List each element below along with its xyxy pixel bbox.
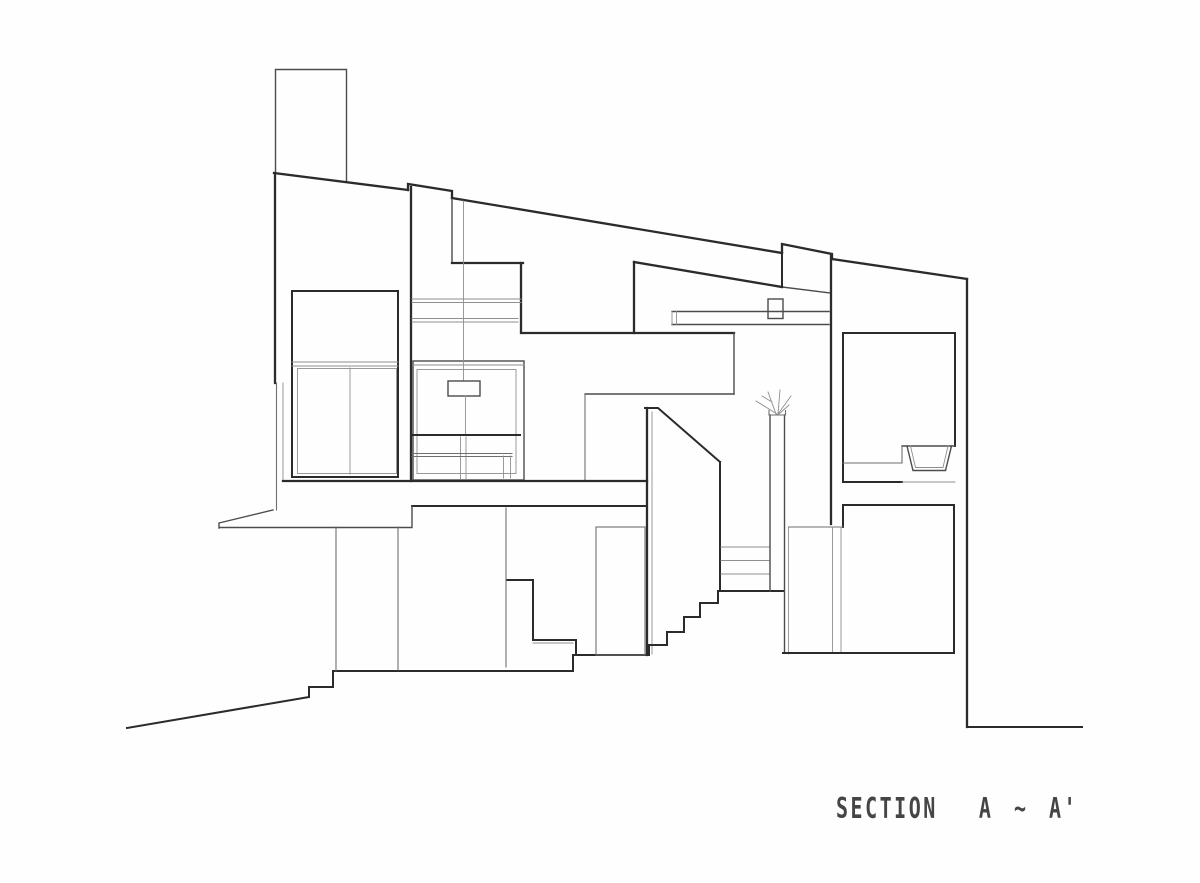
dining-roof-extension bbox=[781, 286, 831, 294]
high-shelf bbox=[671, 298, 830, 326]
dining-window-outer bbox=[412, 360, 525, 481]
entry-step-bench bbox=[506, 579, 577, 656]
ground-slope-left bbox=[125, 670, 334, 730]
window-frame-outer bbox=[291, 290, 399, 478]
parapet-top bbox=[780, 242, 834, 261]
upper-flight-treads bbox=[720, 546, 770, 575]
bench-seat bbox=[411, 452, 513, 458]
roof bbox=[272, 171, 969, 294]
left-room-window bbox=[291, 290, 399, 478]
planter-sides bbox=[769, 414, 786, 654]
staircase bbox=[332, 406, 785, 672]
entry-bench-outline bbox=[506, 579, 577, 656]
window-frame-inner bbox=[297, 368, 397, 474]
walls bbox=[273, 171, 969, 729]
pendant-light bbox=[447, 200, 481, 436]
lower-room bbox=[782, 504, 955, 654]
planter-rim bbox=[768, 409, 787, 416]
lower-level-walls bbox=[335, 507, 646, 672]
dining-roof-slope bbox=[632, 260, 784, 289]
bathtub-outer bbox=[906, 445, 953, 472]
beam-rails bbox=[411, 298, 522, 323]
bathtub-inner bbox=[909, 445, 949, 468]
dining-window-inner bbox=[416, 369, 517, 474]
pendant-shade bbox=[447, 380, 481, 397]
section-title: SECTION A ~ A' bbox=[836, 791, 1079, 826]
lower-room-door-lines bbox=[832, 526, 842, 654]
plant-leaves bbox=[755, 389, 792, 415]
door-panel bbox=[595, 526, 646, 656]
stair-rail-slope bbox=[644, 407, 722, 464]
dining-furniture bbox=[411, 434, 521, 481]
window-sill-lines bbox=[291, 361, 399, 367]
dining-window bbox=[412, 360, 525, 481]
shelf-end-cap bbox=[671, 310, 677, 326]
table-leg bbox=[460, 436, 467, 481]
beam-upper bbox=[411, 298, 522, 303]
bathroom-window-frame bbox=[842, 332, 956, 483]
shelf-box bbox=[767, 298, 784, 320]
beam-lower bbox=[411, 318, 519, 323]
planter bbox=[755, 389, 792, 655]
ground bbox=[125, 670, 1083, 730]
floor-slabs bbox=[218, 479, 649, 529]
roof-slope-main bbox=[450, 196, 784, 255]
canopy-eave bbox=[218, 505, 413, 529]
clerestory-curb bbox=[406, 182, 454, 200]
roof-slope-right bbox=[830, 257, 969, 281]
bathroom bbox=[842, 332, 956, 483]
chimney-outline bbox=[274, 68, 348, 183]
lower-room-frame bbox=[842, 504, 955, 654]
roof-slope-left bbox=[272, 171, 410, 192]
stair-steps bbox=[332, 590, 719, 672]
chimney bbox=[274, 68, 348, 183]
bench-leg bbox=[503, 455, 511, 479]
shelf-boards bbox=[671, 310, 830, 326]
